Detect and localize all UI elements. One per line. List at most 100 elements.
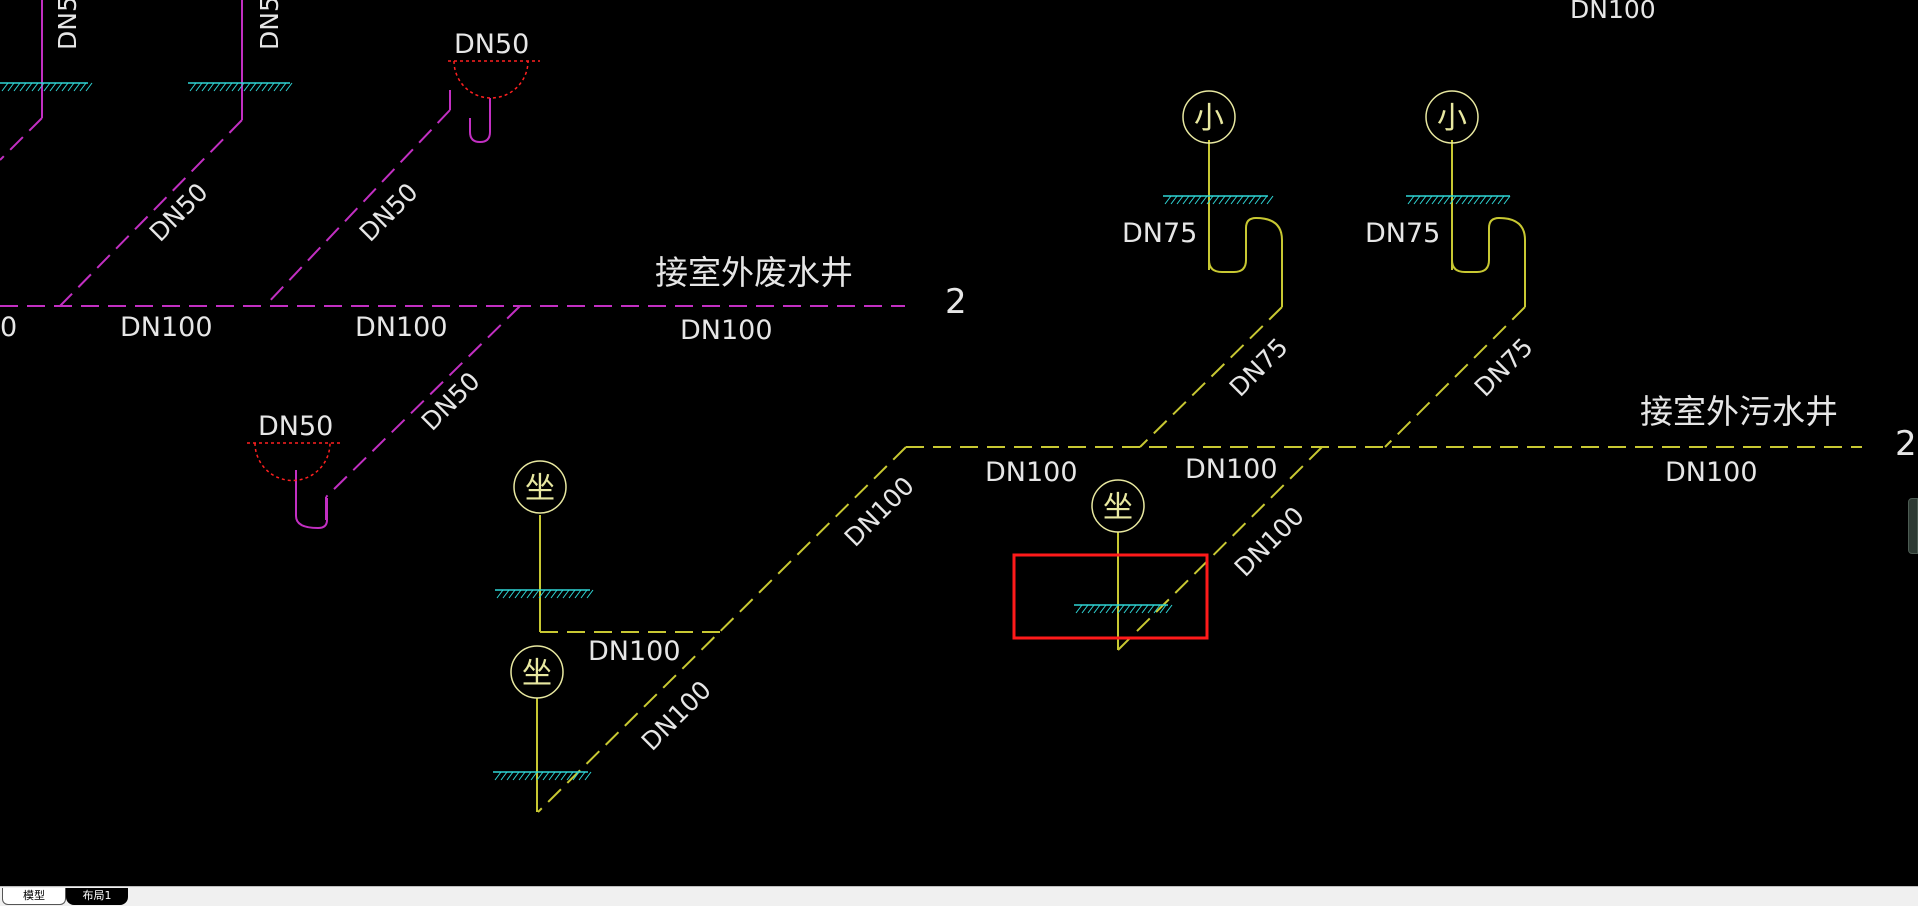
toilet-2-circle (510, 645, 564, 699)
label-waste-branch3-dn: DN50 (354, 177, 424, 247)
hatch-tick (1473, 195, 1481, 205)
hatch-tick (267, 82, 275, 92)
hatch-tick (1, 82, 9, 92)
tab-model[interactable]: 模型 (2, 888, 66, 905)
hatch-tick (1105, 604, 1113, 614)
label-waste-outlet: 接室外废水井 (655, 253, 853, 292)
label-toilet-branch: DN100 (588, 636, 681, 667)
label-sewage-outlet: 接室外污水井 (1640, 392, 1838, 431)
hatch-tick (189, 82, 197, 92)
hatch-tick (1248, 195, 1256, 205)
hatch-tick (1419, 195, 1427, 205)
hatch-tick (580, 589, 588, 599)
side-panel-handle[interactable] (1908, 498, 1918, 554)
hatch-tick (494, 771, 502, 781)
hatch-tick (1236, 195, 1244, 205)
hatch-tick (538, 589, 546, 599)
p-trap-1 (469, 98, 491, 144)
urinal-1-symbol: 小 (1194, 101, 1224, 136)
hatch-tick (213, 82, 221, 92)
waste-branch-pipe-2 (59, 119, 243, 307)
sewage-solid-stacks (536, 140, 1526, 812)
hatch-tick (1123, 604, 1131, 614)
hatch-tick (1129, 604, 1137, 614)
hatch-tick (279, 82, 287, 92)
urinal-2-circle (1425, 90, 1479, 144)
hatch-tick (1443, 195, 1451, 205)
sewage-water-system (537, 306, 1862, 813)
hatch-tick (1170, 195, 1178, 205)
label-top-dn5-a: DN5 (53, 0, 82, 50)
hatch-tick (1425, 195, 1433, 205)
label-waste-branch2-dn: DN50 (144, 177, 214, 247)
floor-drain-2-bowl (254, 442, 331, 482)
hatch-tick (285, 82, 293, 92)
label-diag-1: DN100 (839, 471, 920, 552)
hatch-tick (1260, 195, 1268, 205)
hatch-tick (574, 589, 582, 599)
label-waste-main-3: DN100 (680, 315, 773, 346)
hatch-tick (49, 82, 57, 92)
toilet-1-circle (513, 460, 567, 514)
hatch-tick (1485, 195, 1493, 205)
hatch-tick (518, 771, 526, 781)
hatch-tick (532, 589, 540, 599)
hatch-tick (243, 82, 251, 92)
hatch-tick (1111, 604, 1119, 614)
hatch-tick (566, 771, 574, 781)
hatch-tick (1218, 195, 1226, 205)
toilet-3-symbol: 坐 (1103, 490, 1133, 525)
label-branch2-dn: DN75 (1469, 332, 1539, 402)
hatch-tick (1200, 195, 1208, 205)
highlight-annotation-box[interactable] (1012, 553, 1209, 640)
hatch-tick (568, 589, 576, 599)
waste-branch-pipe-3 (264, 109, 451, 307)
waste-p-traps (295, 98, 491, 530)
sewage-branch-toilet-3 (1117, 446, 1323, 651)
waste-branch-pipe-1 (0, 117, 43, 161)
hatch-tick (79, 82, 87, 92)
hatch-tick (544, 589, 552, 599)
tab-layout1[interactable]: 布局1 (66, 888, 128, 905)
hatch-tick (584, 771, 592, 781)
hatch-tick (1093, 604, 1101, 614)
hatch-tick (1431, 195, 1439, 205)
hatch-tick (536, 771, 544, 781)
hatch-tick (1075, 604, 1083, 614)
label-waste-main-2: DN100 (355, 312, 448, 343)
cad-drawing-canvas[interactable]: DN5 DN5 DN100 DN50 DN50 DN50 DN50 DN50 0… (0, 0, 1918, 886)
hatch-tick (219, 82, 227, 92)
label-sewage-main-2: DN100 (1185, 454, 1278, 485)
label-top-dn5-b: DN5 (255, 0, 284, 50)
hatch-tick (506, 771, 514, 781)
hatch-tick (1224, 195, 1232, 205)
label-sewage-main-3: DN100 (1665, 457, 1758, 488)
hatch-tick (548, 771, 556, 781)
waste-break-symbol: 2 (945, 282, 967, 322)
hatch-tick (225, 82, 233, 92)
hatch-tick (1437, 195, 1445, 205)
hatch-tick (1087, 604, 1095, 614)
hatch-tick (502, 589, 510, 599)
label-urinal2-dn: DN75 (1365, 218, 1440, 249)
label-diag-3: DN100 (636, 675, 717, 756)
sewage-break-symbol: 2 (1895, 424, 1917, 464)
hatch-tick (1159, 604, 1167, 614)
layout-tab-bar: 模型 布局1 (0, 886, 1918, 906)
p-trap-2 (295, 470, 328, 530)
hatch-tick (1206, 195, 1214, 205)
hatch-tick (261, 82, 269, 92)
urinal-2-symbol: 小 (1437, 101, 1467, 136)
label-waste-main-1: DN100 (120, 312, 213, 343)
hatch-tick (237, 82, 245, 92)
urinal-1-trap (1208, 216, 1283, 307)
hatch-tick (512, 771, 520, 781)
hatch-tick (31, 82, 39, 92)
fixture-symbols (510, 90, 1479, 699)
label-top-dn100: DN100 (1570, 0, 1656, 24)
hatch-tick (1413, 195, 1421, 205)
drawing-labels: DN5 DN5 DN100 DN50 DN50 DN50 DN50 DN50 0… (0, 0, 1917, 756)
hatch-tick (1182, 195, 1190, 205)
hatch-tick (7, 82, 15, 92)
hatch-tick (556, 589, 564, 599)
